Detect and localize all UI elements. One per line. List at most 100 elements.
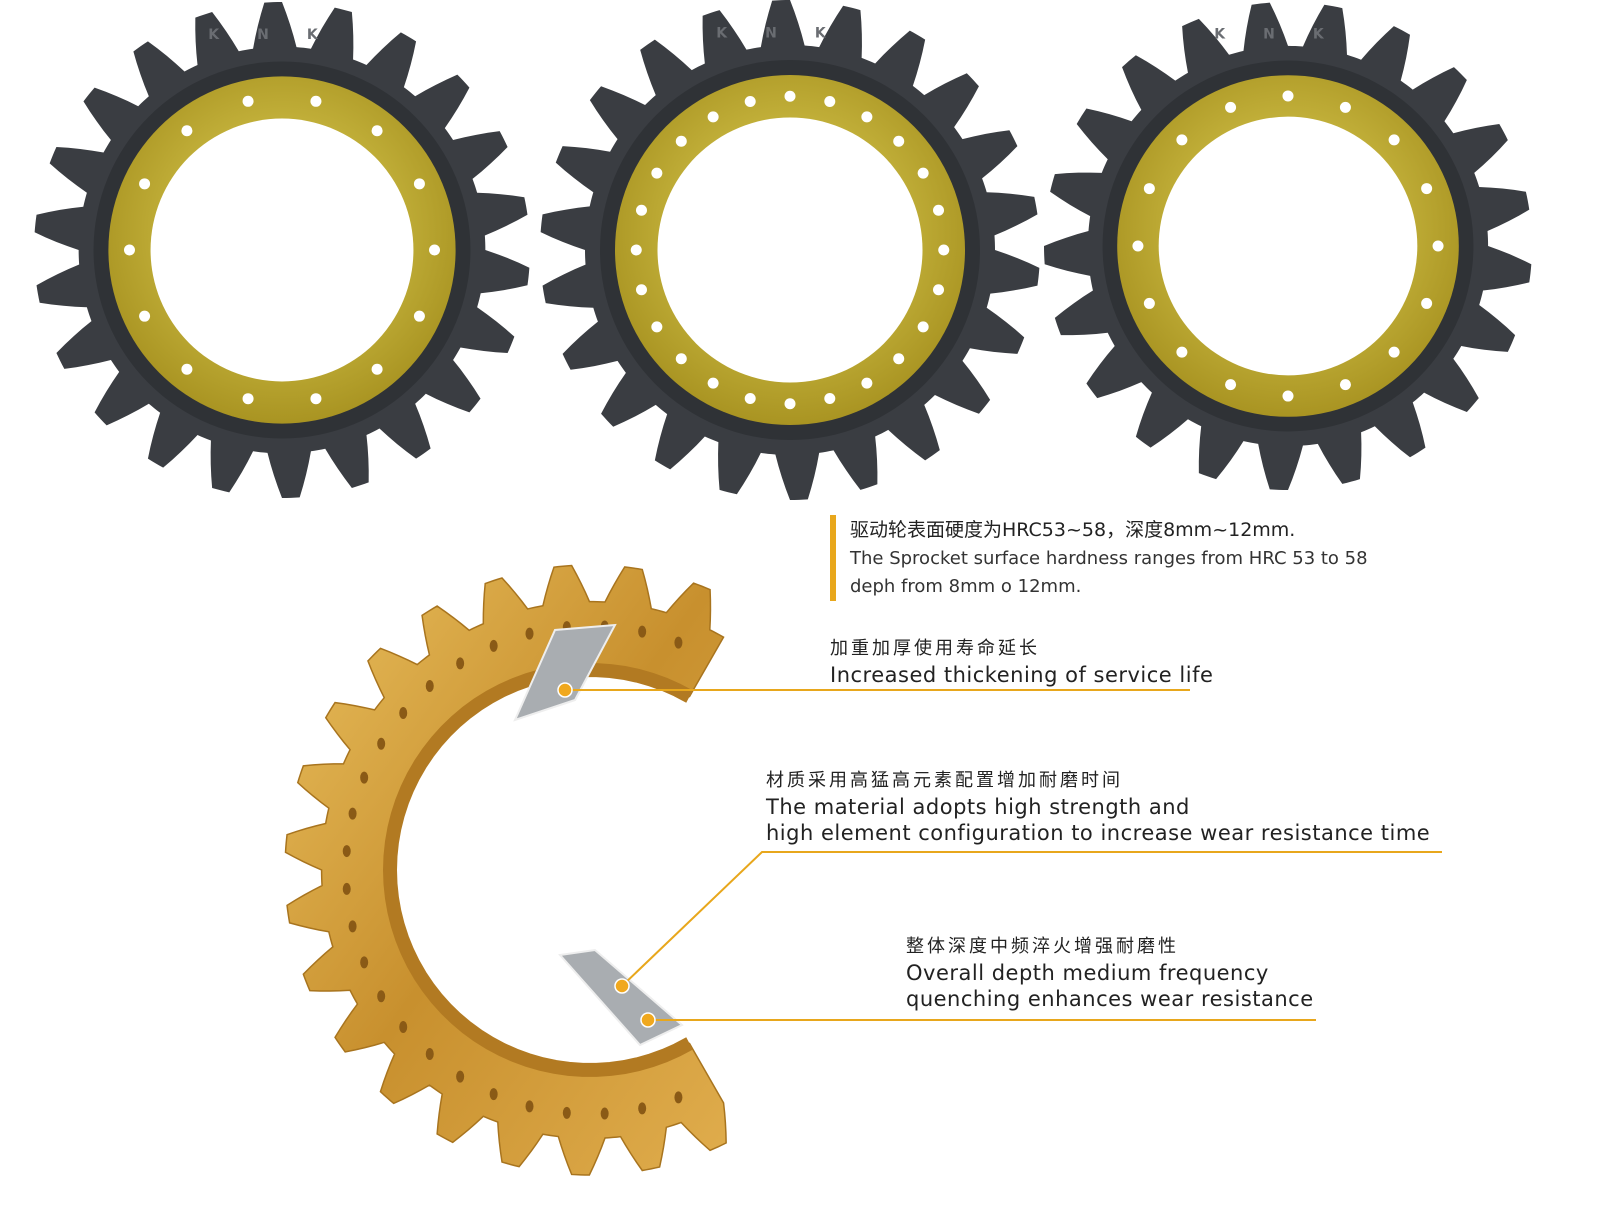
bolt-hole bbox=[399, 707, 408, 720]
bolt-hole bbox=[1421, 183, 1433, 195]
annotation-cn: 加重加厚使用寿命延长 bbox=[830, 638, 1040, 659]
bolt-hole bbox=[181, 363, 193, 375]
bolt-hole bbox=[413, 310, 425, 322]
sprocket-bore bbox=[150, 118, 414, 382]
bolt-hole bbox=[674, 1091, 683, 1104]
gear-marking: KNK bbox=[208, 27, 355, 43]
bolt-hole bbox=[562, 1106, 571, 1119]
bolt-hole bbox=[675, 353, 687, 365]
gear-marking: KNK bbox=[716, 26, 863, 42]
bolt-hole bbox=[139, 178, 151, 190]
bolt-hole bbox=[651, 321, 663, 333]
bolt-hole bbox=[348, 807, 357, 820]
bolt-hole bbox=[310, 95, 322, 107]
bolt-hole bbox=[360, 771, 369, 784]
bolt-hole bbox=[744, 95, 756, 107]
bolt-hole bbox=[674, 636, 683, 649]
bolt-hole bbox=[630, 244, 642, 256]
annotation-en: Overall depth medium frequency bbox=[906, 961, 1269, 985]
bolt-hole bbox=[635, 284, 647, 296]
leader-line-2 bbox=[621, 851, 1442, 987]
sprocket-2: KNK bbox=[540, 0, 1040, 500]
bolt-hole bbox=[651, 167, 663, 179]
bolt-hole bbox=[824, 393, 836, 405]
leader-dot-1 bbox=[557, 682, 573, 698]
bolt-hole bbox=[425, 1048, 434, 1061]
bolt-hole bbox=[635, 204, 647, 216]
bolt-hole bbox=[371, 125, 383, 137]
bottom-cut-face bbox=[558, 948, 684, 1047]
leader-dot-3 bbox=[640, 1012, 656, 1028]
bolt-hole bbox=[456, 657, 465, 670]
bolt-hole bbox=[456, 1070, 465, 1083]
bolt-hole bbox=[784, 398, 796, 410]
bolt-hole bbox=[917, 321, 929, 333]
bolt-hole bbox=[893, 353, 905, 365]
bolt-hole bbox=[429, 244, 441, 256]
bolt-hole bbox=[938, 244, 950, 256]
bolt-hole bbox=[1339, 101, 1351, 113]
bolt-hole bbox=[784, 90, 796, 102]
bolt-hole bbox=[638, 1102, 647, 1115]
bolt-hole bbox=[425, 679, 434, 692]
bolt-hole bbox=[360, 956, 369, 969]
bolt-hole bbox=[933, 204, 945, 216]
bolt-hole bbox=[489, 639, 498, 652]
annotation-material: 材质采用高猛高元素配置增加耐磨时间 The material adopts hi… bbox=[766, 768, 1430, 846]
bolt-hole bbox=[1225, 379, 1237, 391]
bolt-hole bbox=[861, 111, 873, 123]
annotation-leader-lines bbox=[565, 689, 1442, 1021]
bolt-hole bbox=[377, 990, 386, 1003]
top-cut-face bbox=[513, 623, 617, 722]
bolt-hole bbox=[1282, 90, 1294, 102]
bolt-hole bbox=[638, 625, 647, 638]
bolt-hole bbox=[861, 377, 873, 389]
bolt-hole bbox=[893, 135, 905, 147]
bolt-hole bbox=[1388, 346, 1400, 358]
bolt-hole bbox=[1143, 297, 1155, 309]
bolt-hole bbox=[933, 284, 945, 296]
bolt-hole bbox=[1432, 240, 1444, 252]
annotation-cn: 整体深度中频淬火增强耐磨性 bbox=[906, 936, 1179, 957]
annotation-cn: 材质采用高猛高元素配置增加耐磨时间 bbox=[766, 770, 1123, 791]
annotation-en: Increased thickening of service life bbox=[830, 663, 1214, 687]
hardness-spec-en-line1: The Sprocket surface hardness ranges fro… bbox=[850, 548, 1368, 569]
bolt-hole bbox=[1132, 240, 1144, 252]
bolt-hole bbox=[917, 167, 929, 179]
bolt-hole bbox=[1421, 297, 1433, 309]
bolt-hole bbox=[310, 393, 322, 405]
bolt-hole bbox=[371, 363, 383, 375]
bolt-hole bbox=[413, 178, 425, 190]
sprocket-3: KNK bbox=[1044, 2, 1532, 490]
bolt-hole bbox=[377, 737, 386, 750]
hardness-spec-block: 驱动轮表面硬度为HRC53~58，深度8mm~12mm. The Sprocke… bbox=[830, 515, 1368, 601]
bolt-hole bbox=[181, 125, 193, 137]
bolt-hole bbox=[1388, 134, 1400, 146]
bolt-hole bbox=[348, 920, 357, 933]
bolt-hole bbox=[675, 135, 687, 147]
bolt-hole bbox=[525, 1100, 534, 1113]
bolt-hole bbox=[1143, 183, 1155, 195]
gear-marking: KNK bbox=[1214, 27, 1361, 43]
bolt-hole bbox=[707, 377, 719, 389]
annotation-quenching: 整体深度中频淬火增强耐磨性 Overall depth medium frequ… bbox=[906, 934, 1314, 1012]
bolt-hole bbox=[1176, 134, 1188, 146]
bolt-hole bbox=[242, 95, 254, 107]
sprocket-1: KNK bbox=[34, 2, 530, 498]
bolt-hole bbox=[824, 95, 836, 107]
annotation-en: high element configuration to increase w… bbox=[766, 821, 1431, 845]
leader-dot-2 bbox=[614, 978, 630, 994]
annotation-en: The material adopts high strength and bbox=[766, 795, 1190, 819]
gold-sprocket-body bbox=[284, 564, 727, 1176]
bolt-hole bbox=[242, 393, 254, 405]
cutaway-sprocket bbox=[284, 564, 727, 1176]
bolt-hole bbox=[1282, 390, 1294, 402]
sprocket-bore bbox=[657, 117, 923, 383]
annotation-en: quenching enhances wear resistance bbox=[906, 987, 1314, 1011]
bolt-hole bbox=[707, 111, 719, 123]
bolt-hole bbox=[1176, 346, 1188, 358]
bolt-hole bbox=[399, 1020, 408, 1033]
bolt-hole bbox=[1339, 379, 1351, 391]
bolt-hole bbox=[123, 244, 135, 256]
